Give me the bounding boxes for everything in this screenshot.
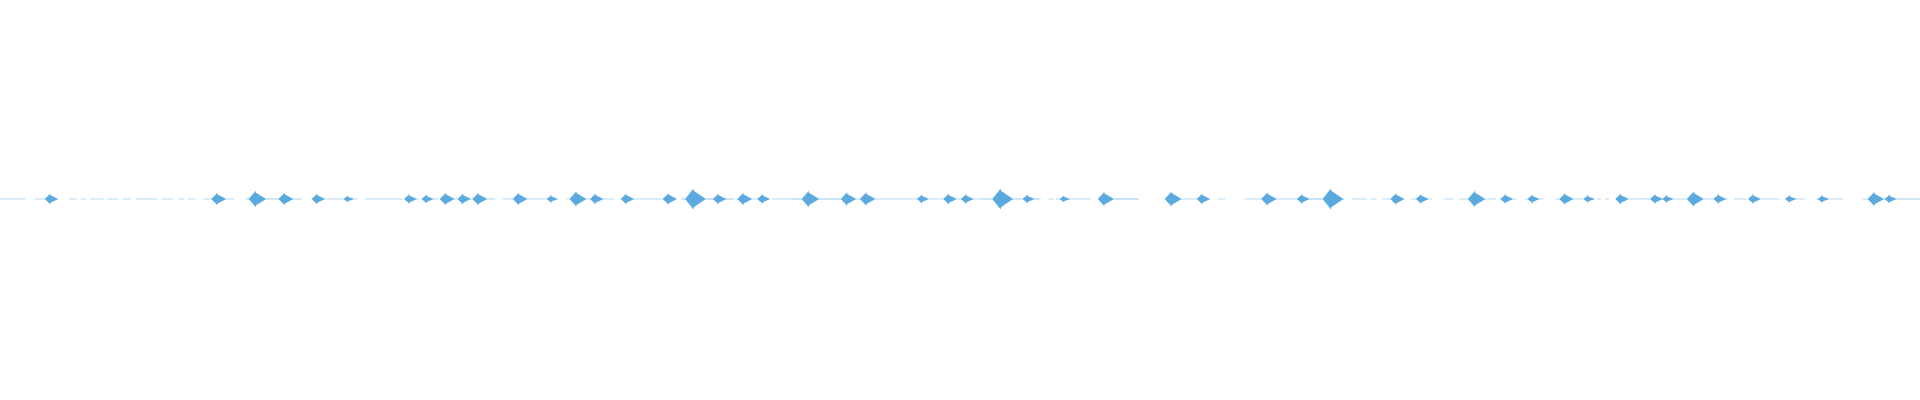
waveform-segment bbox=[1478, 198, 1496, 200]
waveform-peak bbox=[1867, 193, 1884, 205]
waveform-segment bbox=[178, 198, 185, 200]
waveform-group bbox=[0, 189, 1920, 209]
waveform-peak bbox=[1527, 195, 1540, 203]
waveform-peak bbox=[662, 194, 677, 204]
waveform-peak bbox=[840, 193, 857, 205]
waveform-segment bbox=[1597, 198, 1602, 200]
waveform-segment bbox=[0, 198, 25, 200]
waveform-peak bbox=[916, 195, 930, 203]
waveform-segment bbox=[1670, 198, 1690, 200]
waveform-segment bbox=[1217, 198, 1225, 200]
waveform-peak bbox=[859, 193, 876, 205]
waveform-peak bbox=[737, 194, 753, 204]
waveform-peak bbox=[1748, 195, 1761, 203]
waveform-segment bbox=[1273, 198, 1306, 200]
waveform-segment bbox=[122, 198, 131, 200]
waveform-segment bbox=[1697, 198, 1728, 200]
waveform-segment bbox=[90, 198, 104, 200]
waveform-peak bbox=[421, 195, 434, 203]
waveform-segment bbox=[80, 198, 87, 200]
waveform-peak bbox=[590, 194, 604, 204]
waveform-segment bbox=[136, 198, 158, 200]
waveform-segment bbox=[1791, 198, 1805, 200]
waveform-peak bbox=[248, 192, 267, 206]
waveform-peak bbox=[1261, 193, 1277, 205]
waveform-peak bbox=[1467, 192, 1486, 206]
waveform-peak bbox=[1884, 195, 1897, 203]
waveform-peak bbox=[472, 194, 488, 204]
waveform-segment bbox=[503, 198, 557, 200]
waveform-peak bbox=[1686, 192, 1704, 206]
waveform-segment bbox=[929, 198, 941, 200]
waveform-peak bbox=[404, 195, 417, 203]
waveform-segment bbox=[1169, 198, 1206, 200]
waveform-peak bbox=[512, 194, 528, 204]
waveform-segment bbox=[844, 198, 916, 200]
waveform-segment bbox=[1605, 198, 1609, 200]
waveform-segment bbox=[1459, 198, 1469, 200]
waveform-peak bbox=[712, 194, 727, 204]
waveform-peak bbox=[1296, 195, 1310, 203]
waveform-peak bbox=[943, 194, 957, 204]
waveform-segment bbox=[1635, 198, 1659, 200]
waveform-segment bbox=[1056, 198, 1091, 200]
waveform-peak bbox=[1022, 195, 1035, 203]
waveform-peak bbox=[1713, 195, 1727, 203]
waveform-segment bbox=[969, 198, 982, 200]
waveform-peak bbox=[1196, 194, 1211, 204]
waveform-segment bbox=[1370, 198, 1377, 200]
waveform-peak bbox=[1415, 195, 1429, 203]
waveform-segment bbox=[629, 198, 672, 200]
waveform-peak bbox=[1500, 195, 1514, 203]
waveform-peak bbox=[1322, 190, 1344, 208]
waveform-segment bbox=[1443, 198, 1454, 200]
waveform-peak bbox=[1390, 194, 1405, 204]
waveform-peak bbox=[278, 194, 294, 204]
waveform-peak bbox=[44, 194, 59, 204]
waveform-peak bbox=[1784, 196, 1797, 202]
waveform-segment bbox=[161, 198, 173, 200]
waveform-segment bbox=[1733, 198, 1748, 200]
waveform-peak bbox=[1097, 193, 1114, 205]
waveform-peak bbox=[992, 190, 1014, 208]
waveform-peak bbox=[1164, 192, 1182, 206]
waveform-segment bbox=[771, 198, 791, 200]
waveform-peak bbox=[457, 194, 472, 204]
waveform-segment bbox=[107, 198, 119, 200]
waveform-peak bbox=[439, 194, 455, 204]
waveform-peak bbox=[757, 195, 771, 203]
waveform-segment bbox=[1100, 198, 1139, 200]
waveform-peak bbox=[1817, 196, 1830, 202]
waveform-peak bbox=[1059, 196, 1071, 202]
waveform-segment bbox=[681, 198, 734, 200]
waveform-peak bbox=[685, 190, 706, 208]
waveform-peak bbox=[1615, 194, 1629, 204]
waveform-peak bbox=[343, 196, 355, 202]
waveform-peak bbox=[546, 196, 559, 202]
waveform-segment bbox=[1048, 198, 1055, 200]
waveform-peak bbox=[620, 194, 635, 204]
waveform-peak bbox=[1583, 196, 1595, 202]
waveform-segment bbox=[1351, 198, 1368, 200]
waveform-peak bbox=[311, 194, 326, 204]
waveform-peak bbox=[1559, 194, 1574, 204]
waveform-segment bbox=[188, 198, 196, 200]
waveform-segment bbox=[1754, 198, 1780, 200]
waveform-segment bbox=[245, 198, 302, 200]
waveform-segment bbox=[364, 198, 404, 200]
waveform-segment bbox=[313, 198, 358, 200]
waveform-peak bbox=[801, 192, 820, 206]
waveform-peak bbox=[211, 194, 227, 204]
waveform-peak bbox=[1662, 196, 1674, 202]
waveform-segment bbox=[1816, 198, 1844, 200]
waveform-segment bbox=[203, 198, 215, 200]
waveform-segment bbox=[1244, 198, 1272, 200]
waveform-segment bbox=[69, 198, 77, 200]
waveform-peak bbox=[569, 192, 587, 206]
waveform-peak bbox=[1650, 195, 1663, 203]
waveform-peak bbox=[960, 195, 974, 203]
